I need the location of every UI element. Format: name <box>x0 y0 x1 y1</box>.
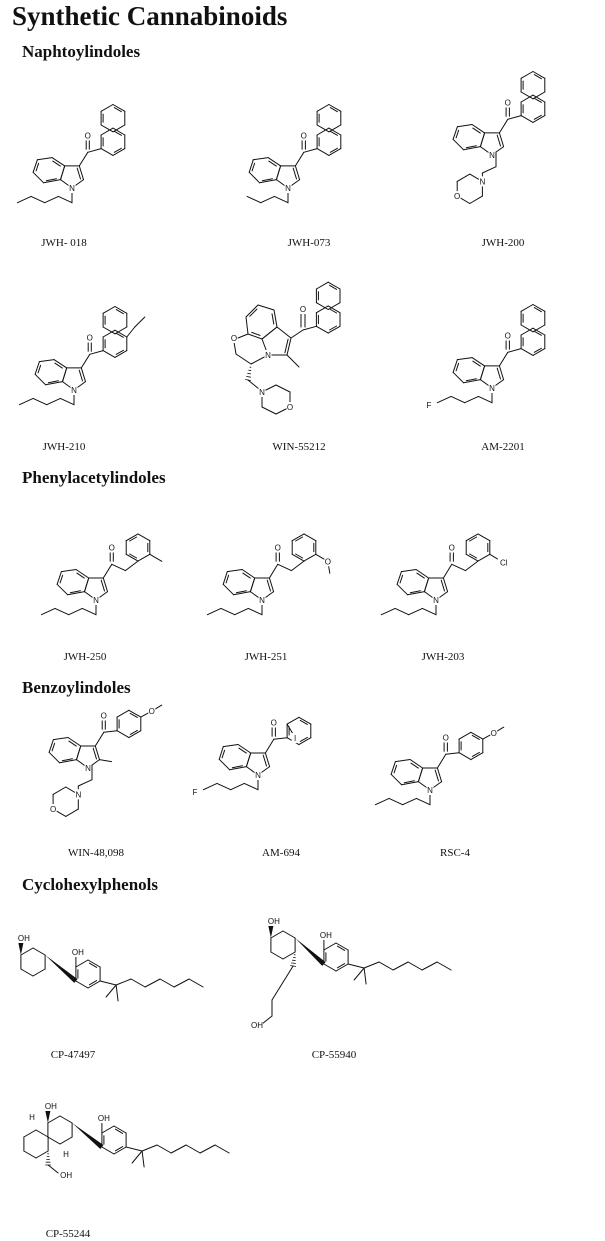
structure-WIN55212: O N O O N <box>231 282 341 414</box>
oxygen-atom: O <box>449 544 455 553</box>
hydroxyl-group: OH <box>251 1021 263 1030</box>
oxygen-atom: O <box>505 99 511 108</box>
oxygen-atom: O <box>505 332 511 341</box>
hydroxyl-group: OH <box>72 948 84 957</box>
oxygen-atom: O <box>101 712 107 721</box>
oxygen-atom: O <box>271 719 277 728</box>
structure-JWH018: ON <box>17 105 124 203</box>
hydroxyl-group: OH <box>60 1171 72 1180</box>
nitrogen-atom: N <box>489 384 495 393</box>
nitrogen-atom: N <box>265 351 271 360</box>
structure-JWH250: ON <box>41 534 161 615</box>
nitrogen-atom: N <box>479 177 485 186</box>
structure-CP47497: OH OH <box>18 933 203 1001</box>
nitrogen-atom: N <box>433 596 439 605</box>
nitrogen-atom: N <box>427 786 433 795</box>
oxygen-atom: O <box>275 544 281 553</box>
oxygen-atom: O <box>109 544 115 553</box>
oxygen-atom: O <box>231 334 237 343</box>
hydroxyl-group: OH <box>45 1102 57 1111</box>
nitrogen-atom: N <box>71 386 77 395</box>
oxygen-atom: O <box>325 557 331 566</box>
structure-CP55244: OH H H OH OH <box>24 1101 229 1180</box>
nitrogen-atom: N <box>85 764 91 773</box>
nitrogen-atom: N <box>69 184 75 193</box>
oxygen-atom: O <box>300 305 306 314</box>
fluorine-atom: F <box>193 788 198 797</box>
structure-RSC4: O O N <box>375 727 503 805</box>
nitrogen-atom: N <box>259 388 265 397</box>
hydroxyl-group: OH <box>98 1114 110 1123</box>
nitrogen-atom: N <box>489 151 495 160</box>
oxygen-atom: O <box>491 729 497 738</box>
hydrogen-atom: H <box>29 1113 35 1122</box>
oxygen-atom: O <box>149 707 155 716</box>
structure-JWH210: ON <box>19 307 144 405</box>
iodine-atom: I <box>294 734 296 743</box>
structure-WIN48098: OONONN <box>49 705 162 816</box>
oxygen-atom: O <box>287 403 293 412</box>
structure-JWH073: ON <box>247 105 341 203</box>
nitrogen-atom: N <box>255 771 261 780</box>
chlorine-atom: Cl <box>500 558 508 567</box>
structure-JWH203: O ClN <box>381 534 509 615</box>
hydroxyl-group: OH <box>320 931 332 940</box>
structure-AM2201: O F N <box>426 305 545 410</box>
nitrogen-atom: N <box>75 790 81 799</box>
nitrogen-atom: N <box>93 596 99 605</box>
nitrogen-atom: N <box>285 184 291 193</box>
hydroxyl-group: OH <box>18 934 30 943</box>
nitrogen-atom: N <box>259 596 265 605</box>
structure-AM694: O I F N <box>192 717 311 797</box>
oxygen-atom: O <box>87 334 93 343</box>
fluorine-atom: F <box>427 401 432 410</box>
structure-JWH251: O O N <box>207 534 331 615</box>
oxygen-atom: O <box>85 132 91 141</box>
structure-JWH200: ONONN <box>453 72 545 204</box>
oxygen-atom: O <box>443 734 449 743</box>
hydroxyl-group: OH <box>268 917 280 926</box>
structure-CP55940: OH OH OH <box>251 916 451 1030</box>
hydrogen-atom: H <box>63 1150 69 1159</box>
oxygen-atom: O <box>50 805 56 814</box>
oxygen-atom: O <box>301 132 307 141</box>
oxygen-atom: O <box>454 192 460 201</box>
